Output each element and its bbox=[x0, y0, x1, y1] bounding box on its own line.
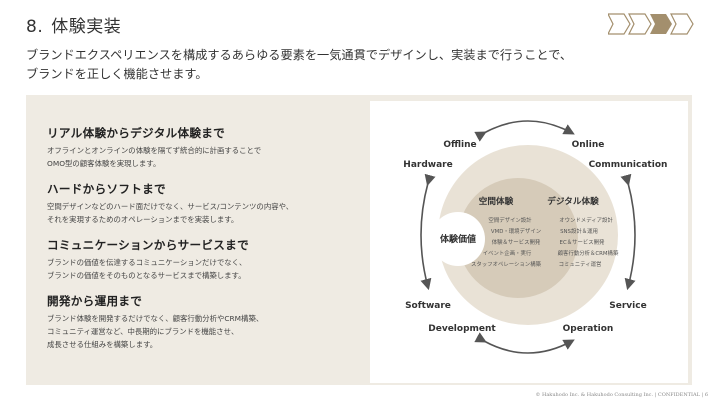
feature-line: ブランド体験を開発するだけでなく、顧客行動分析やCRM構築、 bbox=[47, 314, 264, 323]
feature-line: オフラインとオンラインの体験を隔てず統合的に計画することで bbox=[47, 146, 262, 155]
feature-heading: 開発から運用まで bbox=[47, 294, 143, 308]
label-hardware: Hardware bbox=[403, 160, 452, 170]
core-circle bbox=[431, 212, 485, 266]
feature-line: ブランドの価値をそのものとなるサービスまで構築します。 bbox=[47, 271, 246, 280]
feature-line: 空間デザインなどのハード面だけでなく、サービス/コンテンツの内容や、 bbox=[47, 202, 294, 211]
label-operation: Operation bbox=[563, 324, 614, 334]
progress-chevrons-icon bbox=[608, 13, 694, 35]
feature-line: ブランドの価値を伝達するコミュニケーションだけでなく、 bbox=[47, 258, 247, 267]
digital-item: オウンドメディア設計 bbox=[559, 216, 613, 224]
label-development: Development bbox=[428, 324, 496, 334]
feature-heading: コミュニケーションからサービスまで bbox=[47, 238, 249, 252]
arrow-left bbox=[420, 173, 436, 291]
feature-block-dev-ops: 開発から運用まで ブランド体験を開発するだけでなく、顧客行動分析やCRM構築、 … bbox=[47, 293, 357, 351]
feature-heading: ハードからソフトまで bbox=[47, 182, 166, 196]
experience-diagram: Offline Online Hardware Communication So… bbox=[403, 120, 668, 354]
footer-copyright: © Hakuhodo Inc. & Hakuhodo Consulting In… bbox=[535, 392, 708, 398]
arrow-right bbox=[620, 173, 636, 291]
spatial-item: 体験＆サービス開発 bbox=[492, 238, 541, 246]
label-communication: Communication bbox=[589, 160, 668, 170]
feature-line: OMO型の顧客体験を実現します。 bbox=[47, 159, 161, 168]
feature-description: ブランド体験を開発するだけでなく、顧客行動分析やCRM構築、 コミュニティ運営な… bbox=[47, 312, 357, 351]
page-title: 8. 体験実装 bbox=[26, 12, 121, 37]
feature-heading: リアル体験からデジタル体験まで bbox=[47, 126, 226, 140]
section-number: 8. bbox=[26, 17, 44, 37]
feature-description: 空間デザインなどのハード面だけでなく、サービス/コンテンツの内容や、 それを実現… bbox=[47, 200, 357, 226]
feature-block-real-digital: リアル体験からデジタル体験まで オフラインとオンラインの体験を隔てず統合的に計画… bbox=[47, 125, 357, 170]
feature-description: オフラインとオンラインの体験を隔てず統合的に計画することで OMO型の顧客体験を… bbox=[47, 144, 357, 170]
feature-line: それを実現するためのオペレーションまでを実装します。 bbox=[47, 215, 239, 224]
core-label: 体験価値 bbox=[440, 233, 476, 245]
feature-line: 成長させる仕組みを構築します。 bbox=[47, 340, 158, 349]
digital-item: 顧客行動分析＆CRM構築 bbox=[558, 249, 619, 257]
label-online: Online bbox=[572, 140, 605, 150]
spatial-item: イベント企画・実行 bbox=[483, 249, 532, 257]
label-service: Service bbox=[609, 301, 646, 311]
feature-block-comm-service: コミュニケーションからサービスまで ブランドの価値を伝達するコミュニケーションだ… bbox=[47, 237, 357, 282]
label-software: Software bbox=[405, 301, 451, 311]
feature-description: ブランドの価値を伝達するコミュニケーションだけでなく、 ブランドの価値をそのもの… bbox=[47, 256, 357, 282]
arrow-bottom bbox=[474, 332, 575, 354]
spatial-item: VMD・環境デザイン bbox=[491, 227, 541, 235]
digital-item: EC＆サービス開発 bbox=[560, 238, 606, 246]
spatial-item: 空間デザイン設計 bbox=[488, 216, 532, 224]
lead-line-1: ブランドエクスペリエンスを構成するあらゆる要素を一気通貫でデザインし、実装まで行… bbox=[26, 48, 573, 62]
arrow-top bbox=[474, 120, 575, 142]
feature-block-hard-soft: ハードからソフトまで 空間デザインなどのハード面だけでなく、サービス/コンテンツ… bbox=[47, 181, 357, 226]
section-title: 体験実装 bbox=[51, 17, 122, 37]
lead-text: ブランドエクスペリエンスを構成するあらゆる要素を一気通貫でデザインし、実装まで行… bbox=[26, 46, 676, 84]
middle-circle bbox=[458, 178, 578, 298]
digital-title: デジタル体験 bbox=[547, 195, 599, 207]
digital-item: SNS設計＆運用 bbox=[560, 227, 598, 235]
spatial-title: 空間体験 bbox=[479, 195, 514, 207]
digital-item: コミュニティ運営 bbox=[559, 260, 602, 268]
lead-line-2: ブランドを正しく機能させます。 bbox=[26, 67, 208, 81]
feature-list: リアル体験からデジタル体験まで オフラインとオンラインの体験を隔てず統合的に計画… bbox=[47, 125, 357, 362]
label-offline: Offline bbox=[443, 140, 476, 150]
spatial-item: スタッフオペレーション構築 bbox=[471, 260, 542, 268]
feature-line: コミュニティ運営など、中長期的にブランドを機能させ、 bbox=[47, 327, 239, 336]
